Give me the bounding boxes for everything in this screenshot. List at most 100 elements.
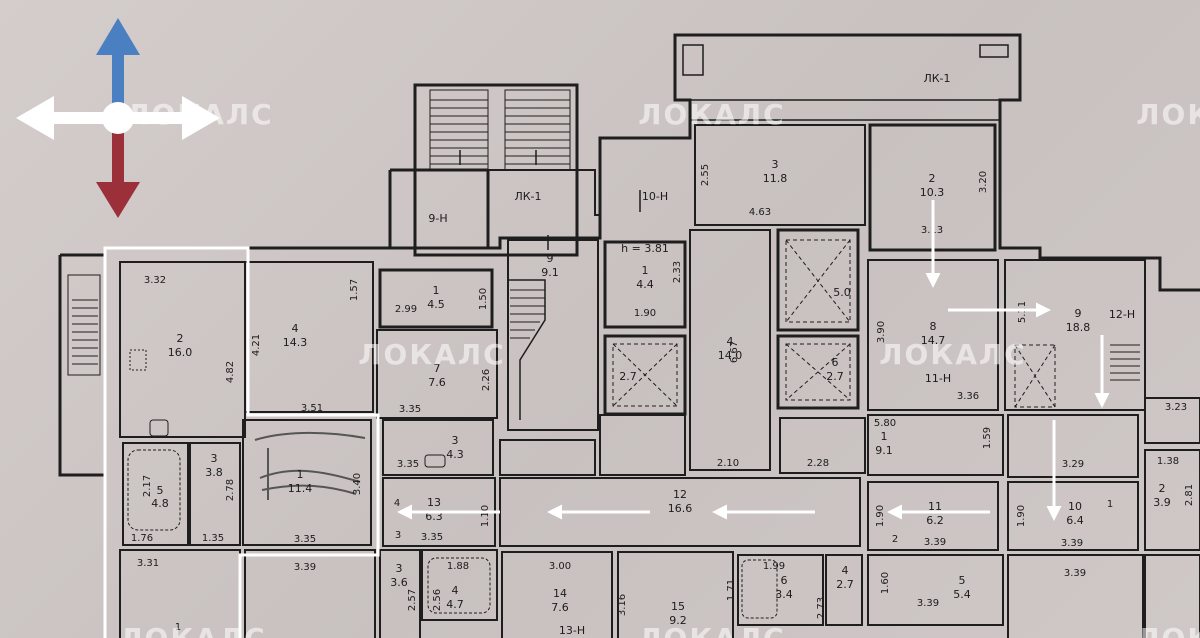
room-area: 4.7: [446, 598, 464, 611]
svg-text:3.31: 3.31: [137, 558, 159, 569]
compass-up-arrow-icon: [96, 18, 140, 55]
room-area: 7.6: [551, 601, 569, 614]
room-area: 10.3: [920, 186, 945, 199]
room-num: 9: [1075, 307, 1082, 320]
svg-text:1.57: 1.57: [349, 279, 360, 301]
unit-labels: ЛК-1 ЛК-1 9-Н 10-Н 11-Н 12-Н 13-Н h = 3.…: [428, 72, 1135, 637]
svg-text:3.39: 3.39: [924, 537, 946, 548]
room-labels: 2 16.0 4 14.3 1 4.5 9 9.1 1 4.4 3 11.8 2…: [151, 158, 1171, 627]
room-area: 11.4: [288, 482, 313, 495]
svg-text:3.35: 3.35: [399, 404, 421, 415]
room-area: 3.4: [775, 588, 793, 601]
room-area: 4.3: [446, 448, 464, 461]
svg-text:4.63: 4.63: [749, 207, 771, 218]
svg-text:1.90: 1.90: [634, 308, 656, 319]
room-num: 3: [396, 562, 403, 575]
apartment-highlight-outline: [103, 246, 380, 638]
svg-text:1.71: 1.71: [726, 579, 737, 601]
unit-9n-label: 9-Н: [428, 212, 447, 225]
move-arrows-icon[interactable]: [16, 18, 220, 218]
svg-text:2.55: 2.55: [700, 164, 711, 186]
svg-text:3.29: 3.29: [1062, 459, 1084, 470]
watermark-text: ЛОКАЛС: [638, 98, 785, 131]
svg-text:3.36: 3.36: [957, 391, 979, 402]
room-area: 3.9: [1153, 496, 1171, 509]
unit-11n-label: 11-Н: [925, 372, 951, 385]
svg-text:2.56: 2.56: [432, 589, 443, 611]
room-num: 13: [427, 496, 441, 509]
room-num: 12: [673, 488, 687, 501]
svg-text:3.32: 3.32: [144, 275, 166, 286]
room-num: 2: [1159, 482, 1166, 495]
svg-text:1.99: 1.99: [763, 561, 785, 572]
svg-text:1.50: 1.50: [478, 288, 489, 310]
svg-text:2.57: 2.57: [407, 589, 418, 611]
room-num: 2: [177, 332, 184, 345]
room-num: 3: [452, 434, 459, 447]
room-area: 14.3: [283, 336, 308, 349]
compass-down-arrow-icon: [96, 182, 140, 218]
room-num: 1: [297, 468, 304, 481]
svg-text:3.35: 3.35: [421, 532, 443, 543]
room-num: 1: [642, 264, 649, 277]
room-area: 6.2: [926, 514, 944, 527]
room-area: 2.7: [619, 370, 637, 383]
svg-text:1: 1: [175, 622, 181, 633]
svg-text:3.39: 3.39: [1061, 538, 1083, 549]
svg-text:3.23: 3.23: [1165, 402, 1187, 413]
watermark-text: ЛОКАЛС: [879, 338, 1026, 371]
lk1-stair-label: ЛК-1: [514, 190, 541, 203]
room-area: 14.7: [921, 334, 946, 347]
svg-text:3.90: 3.90: [876, 321, 887, 343]
ventilation-shafts: [612, 239, 1056, 408]
svg-text:1.59: 1.59: [982, 427, 993, 449]
room-num: 10: [1068, 500, 1082, 513]
route-arrows: [397, 200, 1110, 521]
room-area: 14.0: [718, 349, 743, 362]
stair-treads: [72, 99, 1140, 381]
room-num: 3: [772, 158, 779, 171]
watermark-text: ЛОКАЛС: [119, 622, 266, 638]
svg-text:2.73: 2.73: [816, 597, 827, 619]
svg-text:2.10: 2.10: [717, 458, 739, 469]
room-num: 1: [433, 284, 440, 297]
lk1-top-label: ЛК-1: [923, 72, 950, 85]
svg-text:1.90: 1.90: [875, 505, 886, 527]
svg-text:2.81: 2.81: [1184, 484, 1195, 506]
unit-10n-label: 10-Н: [642, 190, 668, 203]
svg-text:3.20: 3.20: [978, 171, 989, 193]
svg-text:3.51: 3.51: [301, 403, 323, 414]
svg-text:3.35: 3.35: [397, 459, 419, 470]
svg-text:2.99: 2.99: [395, 304, 417, 315]
watermark-text: ЛОКАЛС: [358, 338, 505, 371]
room-num: 4: [727, 335, 734, 348]
svg-text:4: 4: [394, 498, 400, 509]
svg-text:2: 2: [892, 534, 898, 545]
room-num: 4: [292, 322, 299, 335]
svg-text:2.33: 2.33: [672, 261, 683, 283]
watermarks: ЛОКАЛС ЛОКАЛС ЛОКАЛС ЛОКАЛС ЛОКАЛС ЛОКАЛ…: [119, 98, 1200, 638]
svg-text:1.88: 1.88: [447, 561, 469, 572]
watermark-text: ЛОКАЛС: [638, 622, 785, 638]
svg-text:2.17: 2.17: [142, 475, 153, 497]
room-area: 3.6: [390, 576, 408, 589]
svg-text:3.39: 3.39: [917, 598, 939, 609]
room-num: 5: [157, 484, 164, 497]
room-num: 6: [832, 356, 839, 369]
svg-text:5.80: 5.80: [874, 418, 896, 429]
svg-text:5.11: 5.11: [1017, 301, 1028, 323]
room-area: 18.8: [1066, 321, 1091, 334]
svg-text:1.35: 1.35: [202, 533, 224, 544]
svg-text:3.35: 3.35: [294, 534, 316, 545]
room-area: 16.0: [168, 346, 193, 359]
room-area: 4.5: [427, 298, 445, 311]
svg-text:3.39: 3.39: [1064, 568, 1086, 579]
room-area: 4.8: [151, 497, 169, 510]
room-num: 5: [959, 574, 966, 587]
room-area: 2.7: [826, 370, 844, 383]
dimension-labels-vertical: 4.82 4.21 1.57 1.50 2.26 2.17 2.78 3.40 …: [142, 164, 1195, 619]
watermark-text: ЛОКАЛС: [1136, 622, 1200, 638]
room-num: 11: [928, 500, 942, 513]
dimension-labels: 3.32 2.99 3.51 3.35 3.35 3.35 3.35 1.76 …: [131, 207, 1187, 609]
fixtures: [127, 349, 778, 619]
